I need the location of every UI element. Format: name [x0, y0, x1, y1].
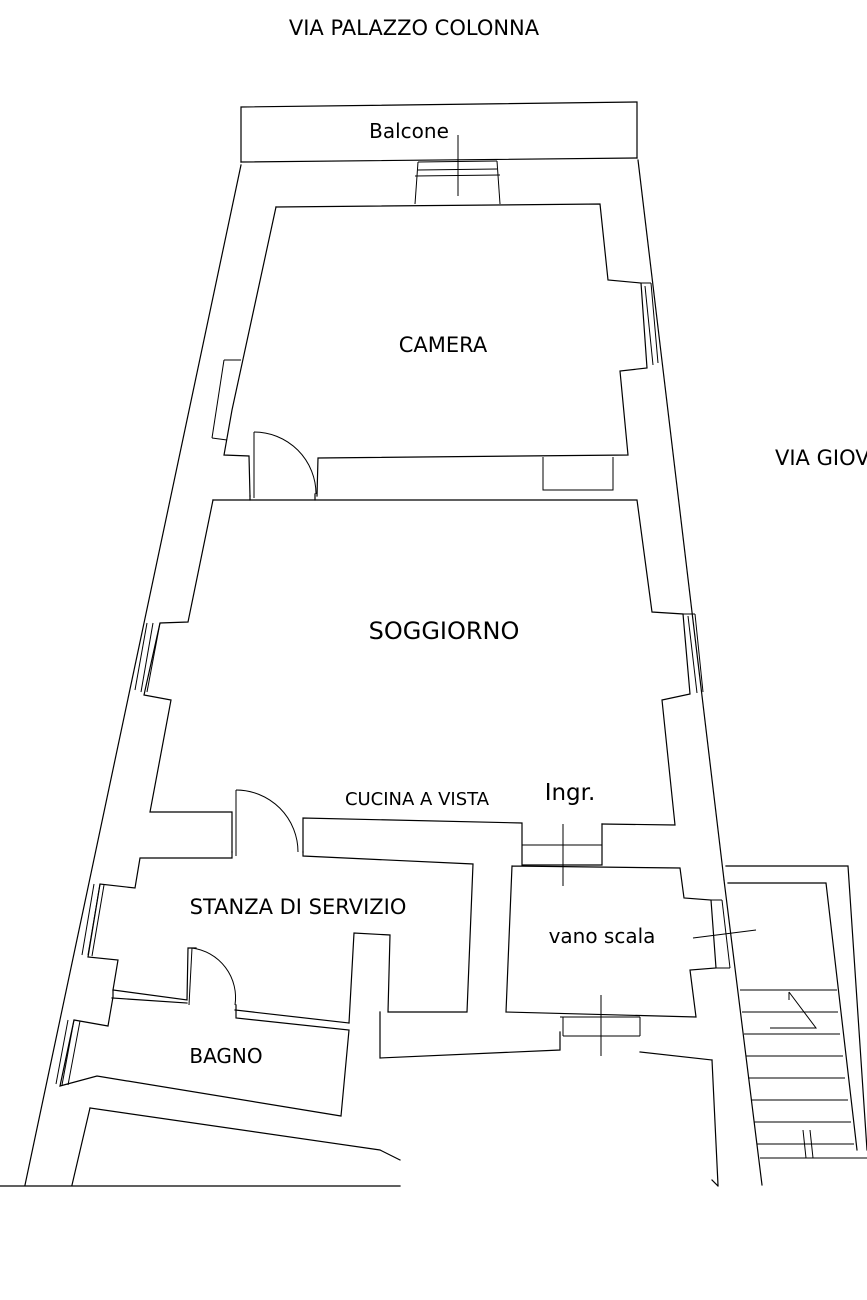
room-stairwell	[505, 865, 757, 1056]
label-bedroom: CAMERA	[399, 333, 488, 357]
label-bathroom: BAGNO	[189, 1044, 262, 1068]
balcony	[240, 101, 638, 205]
room-bedroom	[211, 203, 659, 497]
room-service	[81, 851, 474, 1024]
room-bathroom	[55, 989, 561, 1117]
external-staircase	[725, 865, 867, 1159]
label-service-room: STANZA DI SERVIZIO	[190, 895, 407, 919]
label-kitchen: CUCINA A VISTA	[345, 789, 490, 810]
door-bathroom	[188, 947, 237, 1006]
label-living: SOGGIORNO	[369, 617, 520, 645]
door-bedroom	[253, 431, 317, 498]
entrance-opening	[522, 824, 602, 886]
label-balcony: Balcone	[369, 119, 449, 143]
label-stairwell: vano scala	[549, 924, 656, 948]
label-entrance: Ingr.	[545, 780, 596, 806]
street-label-east: VIA GIOV	[775, 446, 867, 470]
outer-walls	[0, 159, 763, 1187]
street-label-north: VIA PALAZZO COLONNA	[289, 16, 540, 40]
door-service-room	[235, 789, 299, 856]
room-living	[134, 493, 704, 866]
